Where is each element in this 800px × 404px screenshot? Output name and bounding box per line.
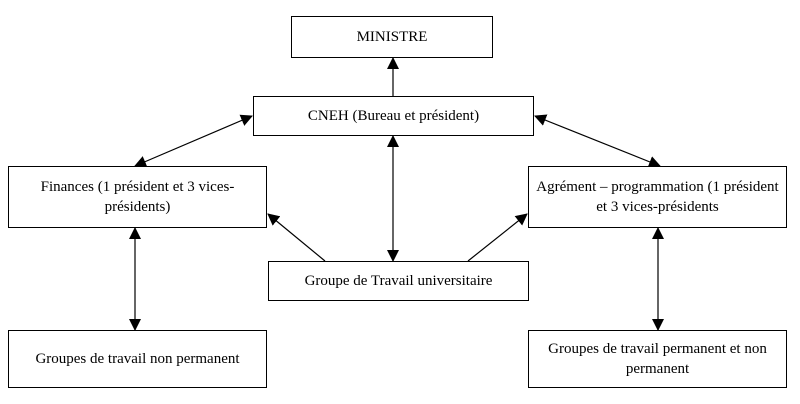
ministre-label: MINISTRE	[356, 29, 428, 45]
connector-group	[129, 57, 664, 331]
arrow-cneh-to-agrement	[534, 114, 661, 168]
finances-box: Finances (1 président et 3 vices-préside…	[8, 166, 267, 228]
groupes-permanent-box: Groupes de travail permanent et non perm…	[528, 330, 787, 388]
arrow-groupe-universitaire-to-agrement	[467, 213, 528, 262]
arrow-cneh-to-finances	[134, 114, 253, 168]
groupes-permanent-label: Groupes de travail permanent et non perm…	[548, 341, 767, 377]
finances-label: Finances (1 président et 3 vices-préside…	[40, 179, 235, 215]
groupe-universitaire-label: Groupe de Travail universitaire	[304, 273, 493, 289]
cneh-label: CNEH (Bureau et président)	[307, 108, 480, 124]
agrement-label: Agrément – programmation (1 président et…	[536, 179, 779, 215]
groupes-non-permanent-label: Groupes de travail non permanent	[35, 351, 240, 367]
groupes-non-permanent-box: Groupes de travail non permanent	[8, 330, 267, 388]
ministre-box: MINISTRE	[291, 16, 493, 58]
arrow-groupe-universitaire-to-finances	[267, 213, 326, 262]
groupe-universitaire-box: Groupe de Travail universitaire	[268, 261, 529, 301]
agrement-box: Agrément – programmation (1 président et…	[528, 166, 787, 228]
cneh-box: CNEH (Bureau et président)	[253, 96, 534, 136]
